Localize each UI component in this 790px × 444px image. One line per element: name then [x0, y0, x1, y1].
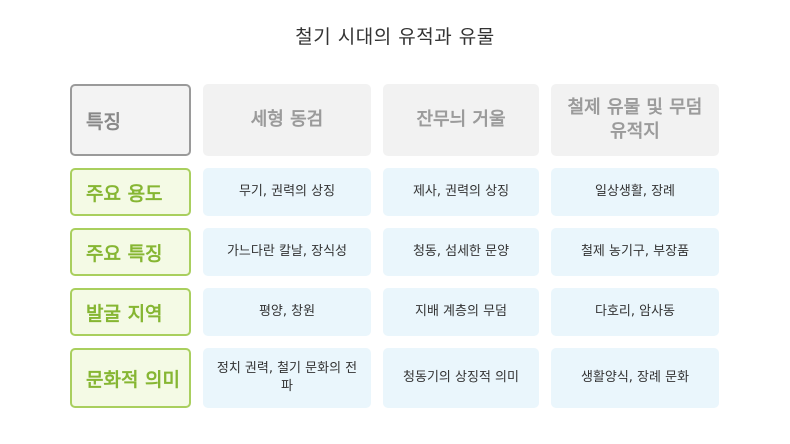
table-cell: 제사, 권력의 상징 [383, 168, 539, 216]
table-cell: 청동기의 상징적 의미 [383, 348, 539, 408]
table-cell: 가느다란 칼날, 장식성 [203, 228, 371, 276]
row-header-excavation-area: 발굴 지역 [70, 288, 191, 336]
diagram-title: 철기 시대의 유적과 유물 [295, 26, 495, 48]
column-header-iron-relics: 철제 유물 및 무덤 유적지 [551, 84, 719, 156]
table-cell: 생활양식, 장례 문화 [551, 348, 719, 408]
column-header-fine-mirror: 잔무늬 거울 [383, 84, 539, 156]
corner-header: 특징 [70, 84, 191, 156]
table-cell: 일상생활, 장례 [551, 168, 719, 216]
row-header-features: 주요 특징 [70, 228, 191, 276]
table-cell: 지배 계층의 무덤 [383, 288, 539, 336]
comparison-table: 특징 세형 동검 잔무늬 거울 철제 유물 및 무덤 유적지 주요 용도 무기,… [70, 84, 719, 408]
column-header-bronze-dagger: 세형 동검 [203, 84, 371, 156]
table-cell: 무기, 권력의 상징 [203, 168, 371, 216]
table-cell: 정치 권력, 철기 문화의 전파 [203, 348, 371, 408]
table-cell: 청동, 섬세한 문양 [383, 228, 539, 276]
row-header-usage: 주요 용도 [70, 168, 191, 216]
row-header-cultural-meaning: 문화적 의미 [70, 348, 191, 408]
table-cell: 평양, 창원 [203, 288, 371, 336]
table-cell: 다호리, 암사동 [551, 288, 719, 336]
table-cell: 철제 농기구, 부장품 [551, 228, 719, 276]
